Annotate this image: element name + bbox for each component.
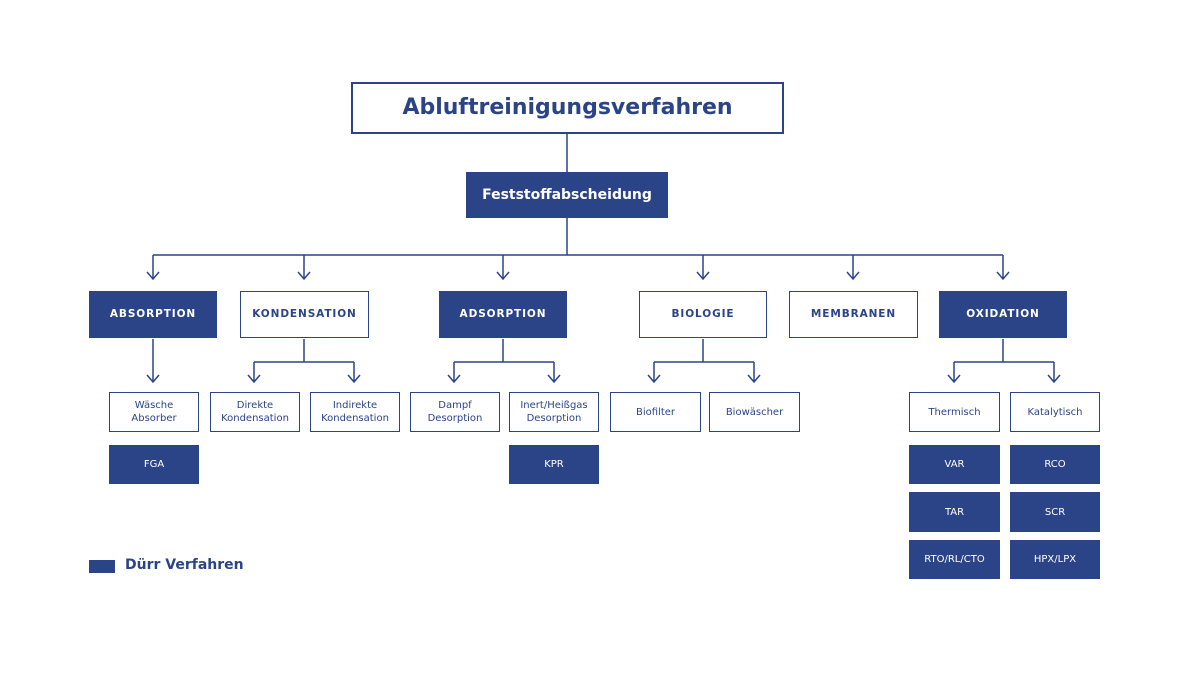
method-katalytisch: Katalytisch [1010, 392, 1100, 432]
category-oxidation: OXIDATION [939, 291, 1067, 338]
product-kpr: KPR [509, 445, 599, 484]
product-var: VAR [909, 445, 1000, 484]
arrowheads [146, 271, 1061, 384]
arrowhead [547, 374, 561, 384]
root-node: Abluftreinigungsverfahren [351, 82, 784, 134]
method-waesche-absorber: Wäsche Absorber [109, 392, 199, 432]
arrowhead [1047, 374, 1061, 384]
method-indirekte-kondensation: Indirekte Kondensation [310, 392, 400, 432]
product-rto-rl-cto: RTO/RL/CTO [909, 540, 1000, 579]
arrowhead [146, 271, 160, 281]
arrowhead [496, 271, 510, 281]
arrowhead [996, 271, 1010, 281]
arrowhead [947, 374, 961, 384]
arrowhead [447, 374, 461, 384]
product-hpx-lpx: HPX/LPX [1010, 540, 1100, 579]
method-dampf-desorption: Dampf Desorption [410, 392, 500, 432]
arrowhead [146, 374, 160, 384]
legend-label: Dürr Verfahren [125, 557, 244, 573]
category-kondensation: KONDENSATION [240, 291, 369, 338]
category-biologie: BIOLOGIE [639, 291, 767, 338]
category-absorption: ABSORPTION [89, 291, 217, 338]
category-membranen: MEMBRANEN [789, 291, 918, 338]
arrowhead [846, 271, 860, 281]
legend-swatch [89, 560, 115, 573]
product-rco: RCO [1010, 445, 1100, 484]
method-direkte-kondensation: Direkte Kondensation [210, 392, 300, 432]
arrowhead [297, 271, 311, 281]
product-tar: TAR [909, 492, 1000, 532]
method-biofilter: Biofilter [610, 392, 701, 432]
category-adsorption: ADSORPTION [439, 291, 567, 338]
arrowhead [247, 374, 261, 384]
arrowhead [696, 271, 710, 281]
method-inert-heissgas-desorption: Inert/Heißgas Desorption [509, 392, 599, 432]
method-thermisch: Thermisch [909, 392, 1000, 432]
method-biowaescher: Biowäscher [709, 392, 800, 432]
arrowhead [747, 374, 761, 384]
feststoffabscheidung-node: Feststoffabscheidung [466, 172, 668, 218]
arrowhead [347, 374, 361, 384]
product-scr: SCR [1010, 492, 1100, 532]
arrowhead [647, 374, 661, 384]
product-fga: FGA [109, 445, 199, 484]
